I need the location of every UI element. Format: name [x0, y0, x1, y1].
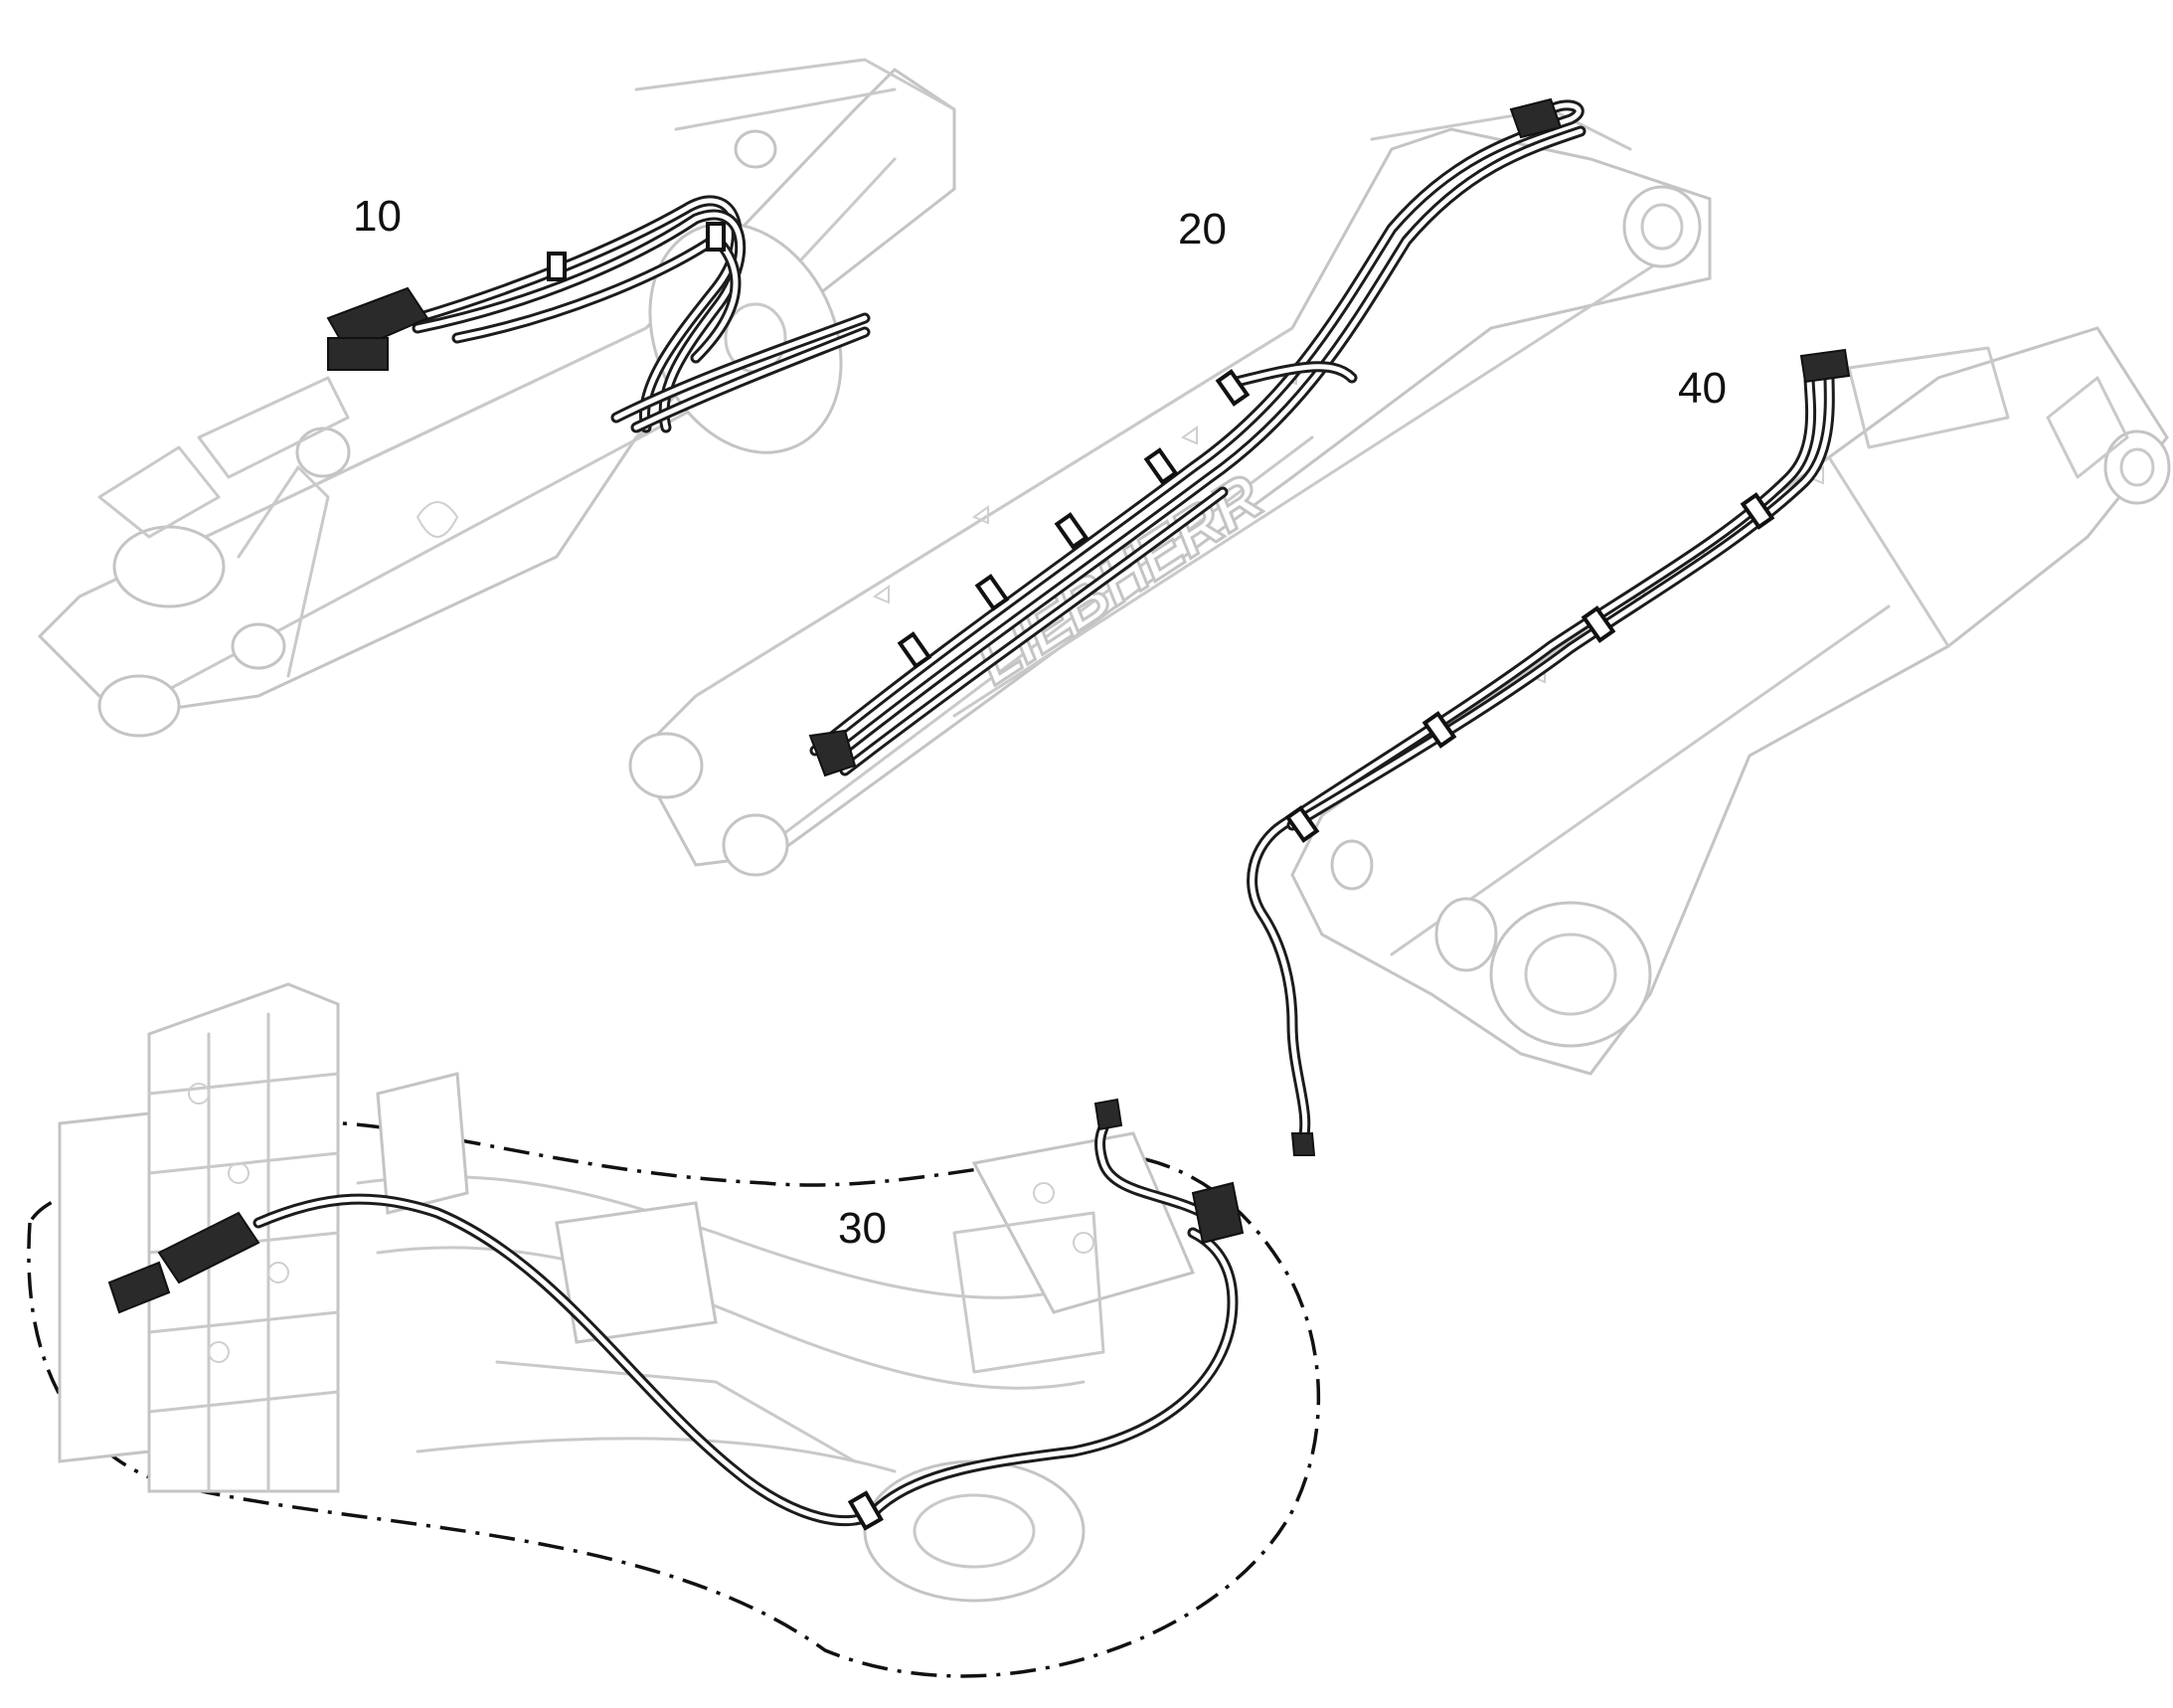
callout-30: 30: [838, 1204, 887, 1253]
callout-10: 10: [353, 192, 402, 241]
assembly-10-stick: [37, 58, 956, 738]
hose-bundle-20: [809, 99, 1587, 776]
hose-bundle-40: [1247, 372, 1835, 1149]
assembly-40-boom: [1247, 326, 2171, 1156]
assembly-30-valve-block: [27, 982, 1321, 1678]
hose-bundle-10: [412, 195, 871, 433]
callout-40: 40: [1678, 364, 1727, 413]
callout-20: 20: [1178, 205, 1227, 254]
